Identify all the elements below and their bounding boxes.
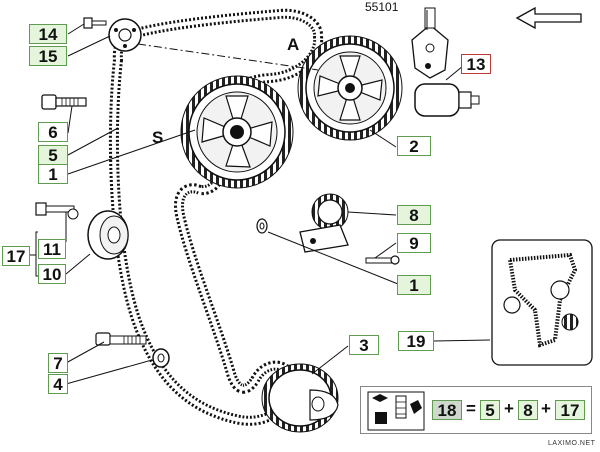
callout-10[interactable]: 10	[38, 264, 66, 284]
bolt-idler[interactable]	[35, 202, 79, 220]
callout-8[interactable]: 8	[397, 205, 431, 225]
bolt-tensioner[interactable]	[365, 255, 400, 265]
bolt-pulley[interactable]	[41, 94, 87, 110]
camshaft-sensor[interactable]	[414, 83, 480, 117]
callout-19[interactable]: 19	[398, 331, 434, 351]
kit-part-17[interactable]: 17	[555, 400, 585, 420]
kit-part-8[interactable]: 8	[518, 400, 538, 420]
tensioner-assembly[interactable]	[299, 193, 349, 253]
bolt-small-top[interactable]	[83, 17, 107, 29]
reference-code: 55101	[365, 0, 399, 14]
watermark: LAXIMO.NET	[548, 440, 596, 447]
idler-pulley[interactable]	[87, 210, 129, 260]
kit-18[interactable]: 18	[432, 400, 462, 420]
callout-3[interactable]: 3	[349, 335, 379, 355]
belt-kit-inset[interactable]	[491, 239, 593, 366]
callout-14[interactable]: 14	[29, 24, 67, 44]
pulley-hub-washer[interactable]	[108, 18, 142, 52]
kit-plus-2: +	[541, 399, 551, 418]
callout-2[interactable]: 2	[397, 136, 431, 156]
callout-6[interactable]: 6	[38, 122, 68, 142]
washer-crankshaft[interactable]	[152, 348, 170, 368]
callout-13[interactable]: 13	[461, 54, 491, 74]
callout-1-top[interactable]: 1	[38, 164, 68, 184]
kit-formula-box	[360, 386, 592, 434]
belt-label-a: A	[287, 35, 300, 54]
callout-5[interactable]: 5	[38, 145, 68, 165]
kit-part-5[interactable]: 5	[480, 400, 500, 420]
callout-9[interactable]: 9	[397, 233, 431, 253]
direction-arrow-icon	[515, 6, 582, 30]
kit-icon	[367, 391, 425, 431]
phase-sensor-bracket[interactable]	[411, 7, 449, 79]
bolt-crankshaft[interactable]	[95, 332, 147, 346]
callout-15[interactable]: 15	[29, 46, 67, 66]
callout-1-bottom[interactable]: 1	[397, 275, 431, 295]
timing-belt[interactable]	[108, 8, 324, 426]
callout-7[interactable]: 7	[48, 353, 68, 373]
kit-plus-1: +	[504, 399, 514, 418]
belt-label-s: S	[152, 128, 164, 147]
callout-11[interactable]: 11	[38, 239, 66, 259]
crankshaft-pulley[interactable]	[261, 363, 339, 433]
camshaft-pulley-intake[interactable]	[297, 35, 403, 141]
nut-small[interactable]	[256, 218, 268, 234]
callout-4[interactable]: 4	[48, 374, 68, 394]
camshaft-pulley-exhaust[interactable]	[180, 75, 294, 189]
leader-lines	[30, 10, 491, 385]
kit-equals: =	[466, 399, 476, 418]
callout-17[interactable]: 17	[2, 246, 30, 266]
